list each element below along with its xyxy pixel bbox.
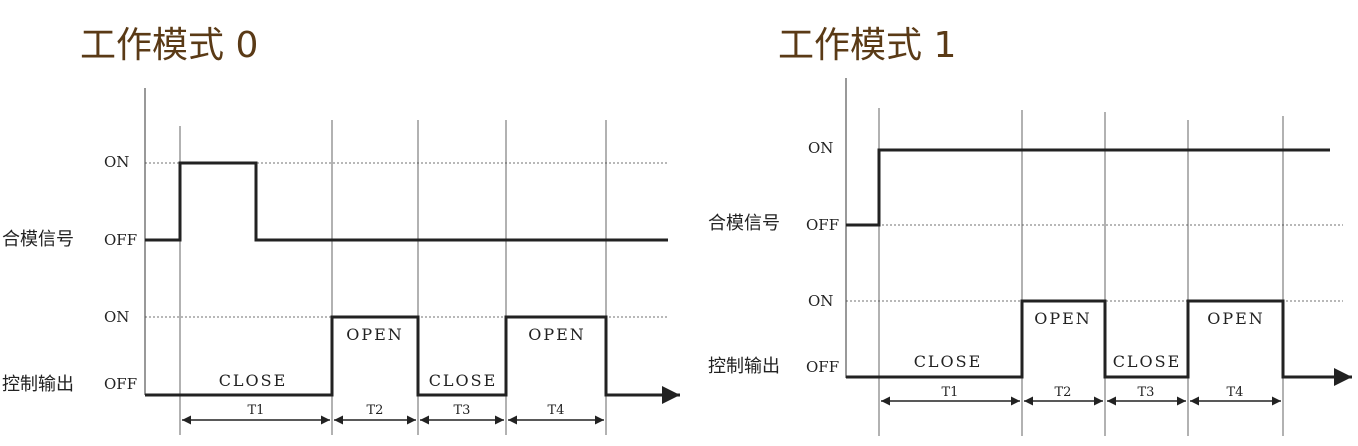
signal-label: 控制输出 [2,374,74,395]
diagram-title: 工作模式 0 [80,25,258,66]
off-label: OFF [806,216,839,234]
period-label: T1 [942,385,959,400]
state-label: OPEN [528,325,586,344]
signal-label: 合模信号 [708,213,780,234]
control-output-waveform [145,315,680,404]
on-label: ON [104,153,129,171]
period-label: T2 [1055,385,1072,400]
state-label: OPEN [1034,309,1092,328]
period-label: T3 [454,403,471,418]
diagram-mode-1: 工作模式 1 ON OFF ON OFF 合模信号 控制输出 CLOSE OPE… [708,25,1352,436]
state-label: OPEN [346,325,404,344]
signal-label: 合模信号 [2,229,74,250]
state-label: CLOSE [914,352,983,371]
period-label: T2 [367,403,384,418]
off-label: OFF [806,358,839,376]
control-output-waveform [846,299,1352,386]
clamp-signal-waveform [846,148,1330,227]
state-label: CLOSE [1113,352,1182,371]
off-label: OFF [104,231,137,249]
period-label: T4 [1227,385,1244,400]
state-label: CLOSE [219,371,288,390]
diagram-mode-0: 工作模式 0 ON OFF ON OFF 合模信号 控制输出 CLOSE OPE… [2,25,680,435]
on-label: ON [808,292,833,310]
state-label: OPEN [1207,309,1265,328]
on-label: ON [104,308,129,326]
period-label: T3 [1138,385,1155,400]
state-label: CLOSE [429,371,498,390]
clamp-signal-waveform [145,161,668,242]
on-label: ON [808,139,833,157]
period-label: T1 [248,403,265,418]
diagram-title: 工作模式 1 [778,25,956,66]
signal-label: 控制输出 [708,356,780,377]
off-label: OFF [104,375,137,393]
period-label: T4 [548,403,565,418]
